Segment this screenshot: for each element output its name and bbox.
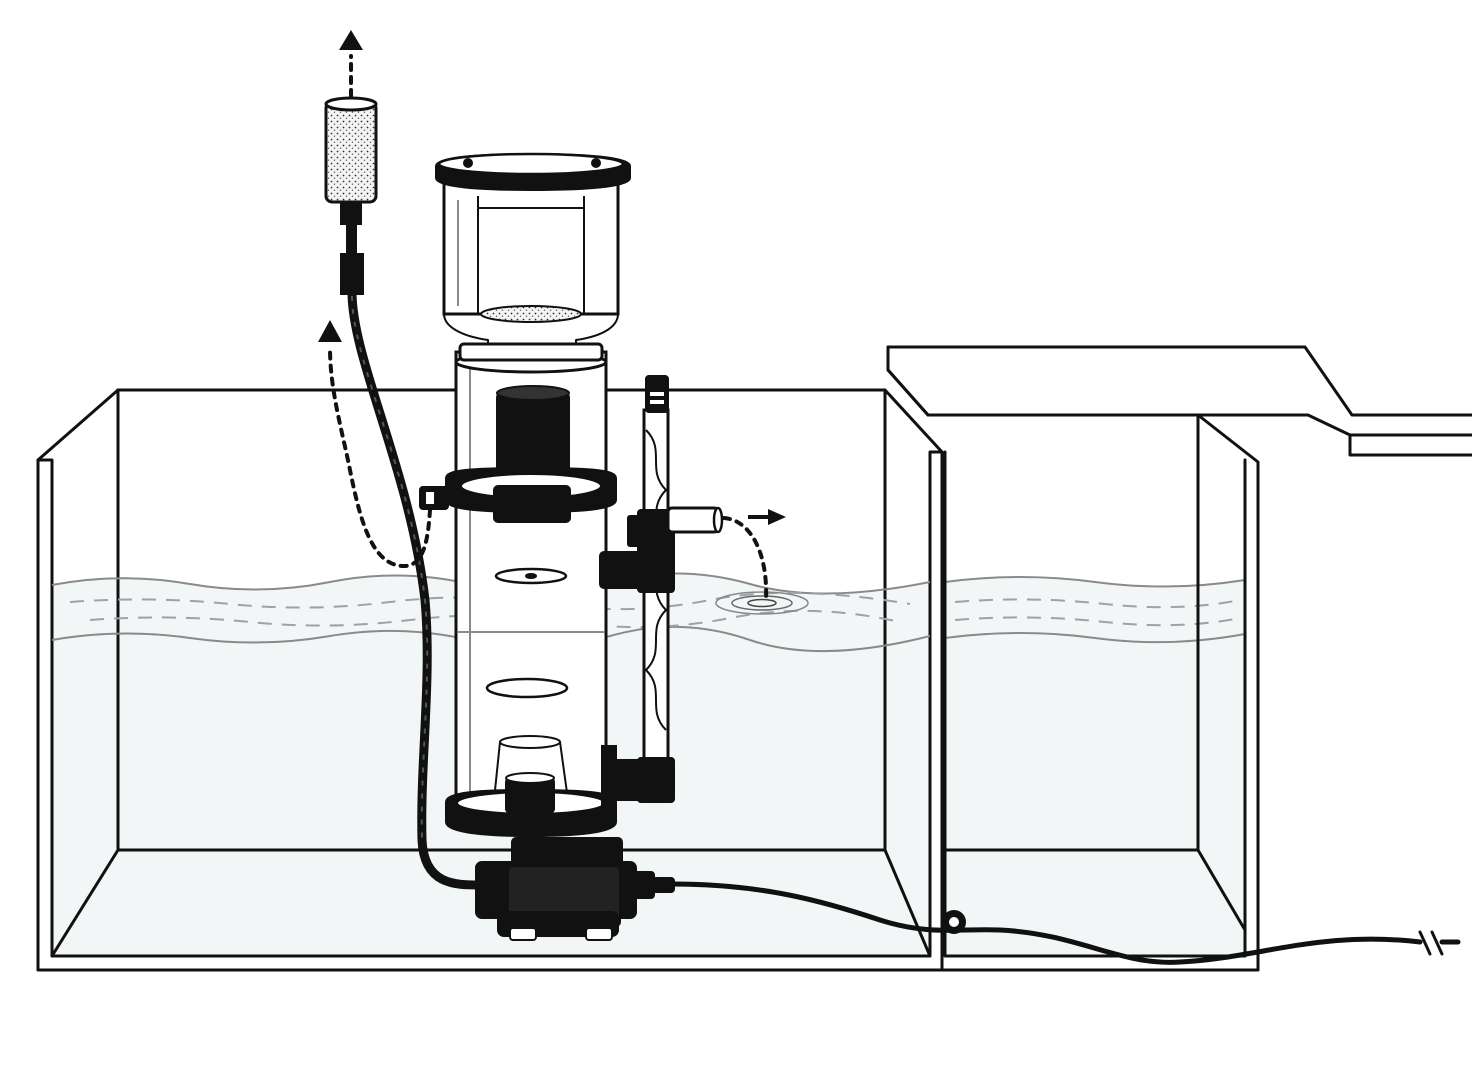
bubble-flow-arrow (318, 320, 432, 569)
splash-ripples (715, 591, 809, 615)
needle-wheel-pump (475, 837, 675, 941)
overflow-box (886, 345, 1472, 972)
water-outlet (627, 506, 724, 547)
outlet-flow-arrow (722, 509, 786, 602)
air-intake-arrow (339, 30, 363, 98)
power-cord (669, 881, 1461, 965)
air-intake-hose (347, 287, 485, 890)
air-silencer (324, 96, 378, 295)
protein-skimmer (419, 152, 657, 838)
collection-cup (435, 152, 631, 362)
outlet-standpipe (627, 375, 724, 803)
